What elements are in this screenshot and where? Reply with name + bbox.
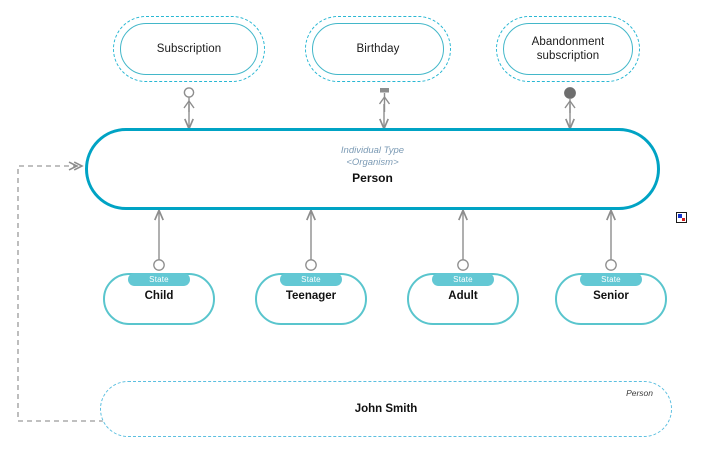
actor-subscription-icon bbox=[183, 87, 195, 112]
individual-type-label: Person bbox=[626, 388, 653, 398]
marker-red-square bbox=[681, 217, 685, 221]
instance-of-connector bbox=[17, 161, 104, 422]
person-name: Person bbox=[352, 170, 393, 185]
person-meta-type: Individual Type bbox=[340, 145, 405, 156]
state-name: Child bbox=[144, 290, 174, 302]
state-node-child[interactable]: State Child bbox=[103, 273, 215, 325]
person-individual-type-node[interactable]: Individual Type <Organism> Person bbox=[85, 128, 660, 210]
event-body: Birthday bbox=[312, 23, 444, 75]
state-connectors bbox=[153, 208, 617, 271]
state-badge: State bbox=[580, 273, 642, 286]
event-node-subscription[interactable]: Subscription bbox=[113, 16, 265, 82]
event-dashed-outline bbox=[496, 16, 640, 82]
state-badge: State bbox=[128, 273, 190, 286]
state-name: Adult bbox=[448, 290, 478, 302]
event-body: Abandonment subscription bbox=[503, 23, 633, 75]
actor-abandonment-icon bbox=[564, 87, 576, 113]
state-name: Senior bbox=[593, 290, 629, 302]
event-dashed-outline bbox=[113, 16, 265, 82]
marker-blue-square bbox=[678, 214, 682, 218]
state-node-senior[interactable]: State Senior bbox=[555, 273, 667, 325]
event-label: Subscription bbox=[156, 42, 222, 55]
state-node-adult[interactable]: State Adult bbox=[407, 273, 519, 325]
event-dashed-outline bbox=[305, 16, 451, 82]
state-badge: State bbox=[280, 273, 342, 286]
event-label: Abandonment subscription bbox=[531, 35, 605, 62]
event-label: Birthday bbox=[356, 42, 400, 55]
state-node-teenager[interactable]: State Teenager bbox=[255, 273, 367, 325]
event-node-birthday[interactable]: Birthday bbox=[305, 16, 451, 82]
event-body: Subscription bbox=[120, 23, 258, 75]
event-node-abandonment-subscription[interactable]: Abandonment subscription bbox=[496, 16, 640, 82]
individual-node-john-smith[interactable]: Person John Smith bbox=[100, 381, 672, 437]
person-meta-stereotype: <Organism> bbox=[346, 156, 399, 168]
actor-birthday-icon bbox=[378, 88, 391, 112]
individual-name: John Smith bbox=[354, 403, 418, 415]
event-connectors bbox=[184, 104, 575, 131]
state-name: Teenager bbox=[285, 290, 337, 302]
state-badge: State bbox=[432, 273, 494, 286]
diagram-marker-icon[interactable] bbox=[676, 212, 687, 223]
